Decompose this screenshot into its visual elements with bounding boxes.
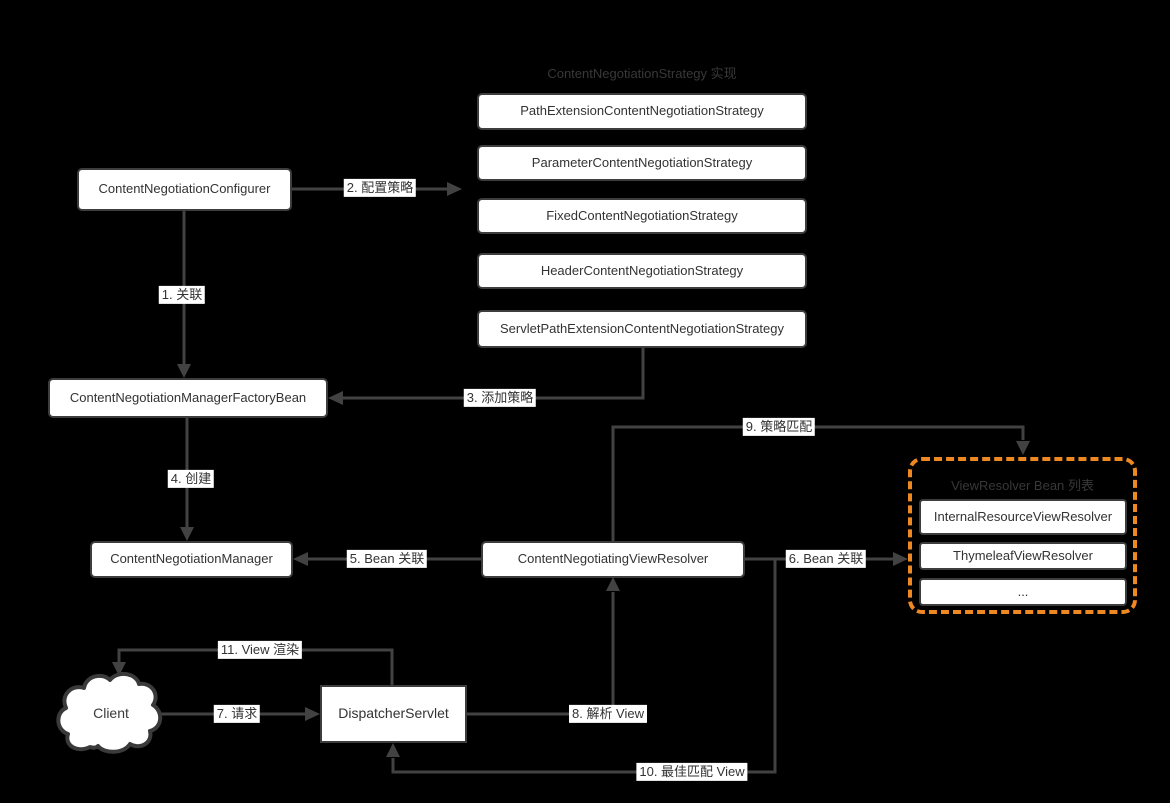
edge-10-line <box>391 559 777 774</box>
arrowhead-5-left <box>293 552 308 566</box>
arrowhead-7-right <box>305 707 320 721</box>
node-thymeleaf-view-resolver: ThymeleafViewResolver <box>919 542 1127 570</box>
arrowhead-10-up <box>386 743 400 757</box>
edge-label-4-create: 4. 创建 <box>167 469 215 489</box>
node-path-extension-strategy: PathExtensionContentNegotiationStrategy <box>477 93 807 130</box>
node-content-negotiation-manager: ContentNegotiationManager <box>90 541 293 578</box>
viewresolver-bean-list-title: ViewResolver Bean 列表 <box>951 478 1094 493</box>
node-dispatcher-servlet: DispatcherServlet <box>320 685 467 743</box>
arrowhead-4-down <box>180 527 194 541</box>
arrowhead-1-down <box>177 364 191 378</box>
edge-9-line <box>611 425 1025 541</box>
arrowhead-9-down <box>1016 441 1030 455</box>
node-parameter-strategy: ParameterContentNegotiationStrategy <box>477 145 807 181</box>
edge-label-8-resolve-view: 8. 解析 View <box>568 704 648 724</box>
edge-3-line <box>343 347 645 400</box>
client-cloud <box>56 671 163 754</box>
edge-label-6-bean-associate: 6. Bean 关联 <box>785 549 867 569</box>
arrowhead-8-up <box>606 577 620 591</box>
edge-label-5-bean-associate: 5. Bean 关联 <box>346 549 428 569</box>
edge-label-9-strategy-match: 9. 策略匹配 <box>742 417 816 437</box>
client-label: Client <box>93 705 129 721</box>
edge-label-7-request: 7. 请求 <box>213 704 261 724</box>
arrowhead-2-right <box>447 182 462 196</box>
node-header-strategy: HeaderContentNegotiationStrategy <box>477 253 807 289</box>
arrowhead-6-right <box>893 552 908 566</box>
edge-label-3-add-strategy: 3. 添加策略 <box>463 388 537 408</box>
edge-label-1-associate: 1. 关联 <box>158 285 206 305</box>
edge-label-2-configure-strategy: 2. 配置策略 <box>343 178 417 198</box>
viewresolver-bean-list-group: ViewResolver Bean 列表 InternalResourceVie… <box>908 457 1137 614</box>
strategy-group-title: ContentNegotiationStrategy 实现 <box>547 66 737 81</box>
node-fixed-strategy: FixedContentNegotiationStrategy <box>477 198 807 234</box>
edge-label-11-view-render: 11. View 渲染 <box>217 640 303 660</box>
node-internal-resource-view-resolver: InternalResourceViewResolver <box>919 499 1127 535</box>
node-content-negotiation-configurer: ContentNegotiationConfigurer <box>77 168 292 211</box>
edge-8-line <box>467 592 615 716</box>
node-ellipsis-view-resolver: ... <box>919 578 1127 606</box>
arrowhead-11-down <box>112 662 126 676</box>
node-content-negotiating-view-resolver: ContentNegotiatingViewResolver <box>481 541 745 578</box>
edge-label-10-best-match-view: 10. 最佳匹配 View <box>636 762 748 782</box>
node-servlet-path-extension-strategy: ServletPathExtensionContentNegotiationSt… <box>477 310 807 348</box>
arrowhead-3-left <box>328 391 343 405</box>
node-content-negotiation-manager-factory-bean: ContentNegotiationManagerFactoryBean <box>48 378 328 418</box>
